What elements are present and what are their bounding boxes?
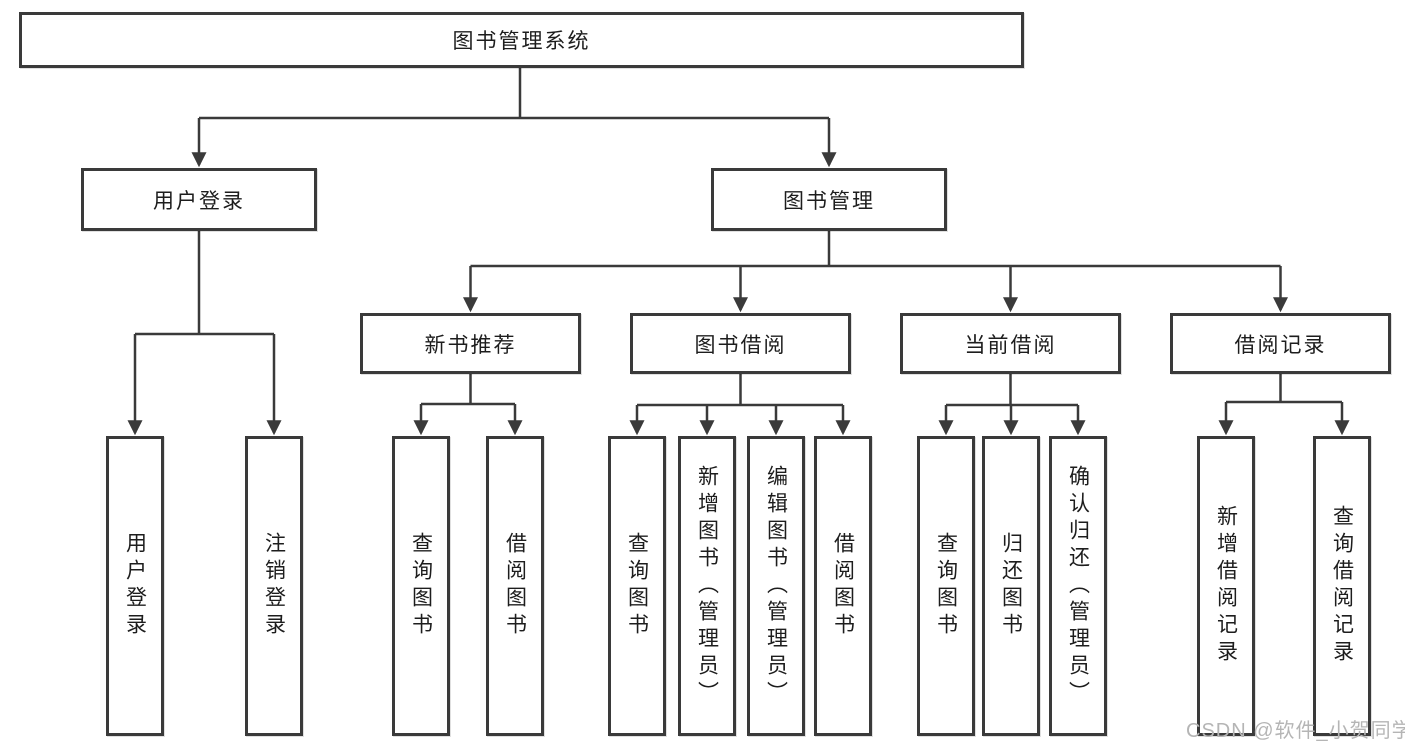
leaf-borrow-edit-admin: 编辑图书（管理员） bbox=[747, 436, 805, 736]
node-root-label: 图书管理系统 bbox=[452, 30, 591, 53]
connector-bookmgmt-trunk bbox=[470, 231, 1281, 268]
connector-newbook-trunk bbox=[421, 374, 515, 406]
connector-current-trunk bbox=[946, 374, 1078, 407]
leaf-user-login: 用户登录 bbox=[106, 436, 164, 736]
node-current-borrow: 当前借阅 bbox=[900, 313, 1121, 374]
leaf-label: 归还图书 bbox=[999, 532, 1023, 640]
connector-userlogin-trunk bbox=[135, 231, 274, 336]
leaf-label: 用户登录 bbox=[123, 532, 147, 640]
node-user-login-label: 用户登录 bbox=[153, 189, 245, 213]
leaf-label: 注销登录 bbox=[262, 532, 286, 640]
leaf-label: 确认归还（管理员） bbox=[1066, 464, 1090, 708]
leaf-borrow-add-admin: 新增图书（管理员） bbox=[678, 436, 736, 736]
leaf-current-query: 查询图书 bbox=[917, 436, 975, 736]
node-book-borrow-label: 图书借阅 bbox=[694, 333, 787, 357]
node-new-book-recommend-label: 新书推荐 bbox=[424, 333, 517, 357]
leaf-label: 查询图书 bbox=[625, 532, 649, 640]
node-book-management: 图书管理 bbox=[711, 168, 947, 231]
leaf-label: 新增借阅记录 bbox=[1214, 505, 1238, 667]
leaf-newbook-borrow: 借阅图书 bbox=[486, 436, 544, 736]
node-root: 图书管理系统 bbox=[19, 12, 1024, 68]
leaf-label: 借阅图书 bbox=[503, 532, 527, 640]
leaf-label: 查询借阅记录 bbox=[1330, 505, 1354, 667]
leaf-label: 新增图书（管理员） bbox=[695, 464, 719, 708]
leaf-borrow-book: 借阅图书 bbox=[814, 436, 872, 736]
node-current-borrow-label: 当前借阅 bbox=[964, 333, 1057, 357]
leaf-borrow-query: 查询图书 bbox=[608, 436, 666, 736]
connector-root-trunk bbox=[199, 68, 829, 120]
leaf-current-confirm-admin: 确认归还（管理员） bbox=[1049, 436, 1107, 736]
node-user-login: 用户登录 bbox=[81, 168, 317, 231]
leaf-current-return: 归还图书 bbox=[982, 436, 1040, 736]
node-book-borrow: 图书借阅 bbox=[630, 313, 851, 374]
node-borrow-record: 借阅记录 bbox=[1170, 313, 1391, 374]
leaf-newbook-query: 查询图书 bbox=[392, 436, 450, 736]
leaf-label: 借阅图书 bbox=[831, 532, 855, 640]
leaf-label: 编辑图书（管理员） bbox=[764, 464, 788, 708]
node-book-management-label: 图书管理 bbox=[783, 189, 875, 213]
leaf-logout: 注销登录 bbox=[245, 436, 303, 736]
connector-borrow-trunk bbox=[637, 374, 843, 407]
connector-record-trunk bbox=[1226, 374, 1342, 404]
leaf-label: 查询图书 bbox=[934, 532, 958, 640]
leaf-label: 查询图书 bbox=[409, 532, 433, 640]
node-new-book-recommend: 新书推荐 bbox=[360, 313, 581, 374]
leaf-record-add: 新增借阅记录 bbox=[1197, 436, 1255, 736]
csdn-watermark: CSDN @软件_小贺同学 bbox=[1186, 720, 1405, 742]
leaf-record-query: 查询借阅记录 bbox=[1313, 436, 1371, 736]
node-borrow-record-label: 借阅记录 bbox=[1234, 333, 1327, 357]
